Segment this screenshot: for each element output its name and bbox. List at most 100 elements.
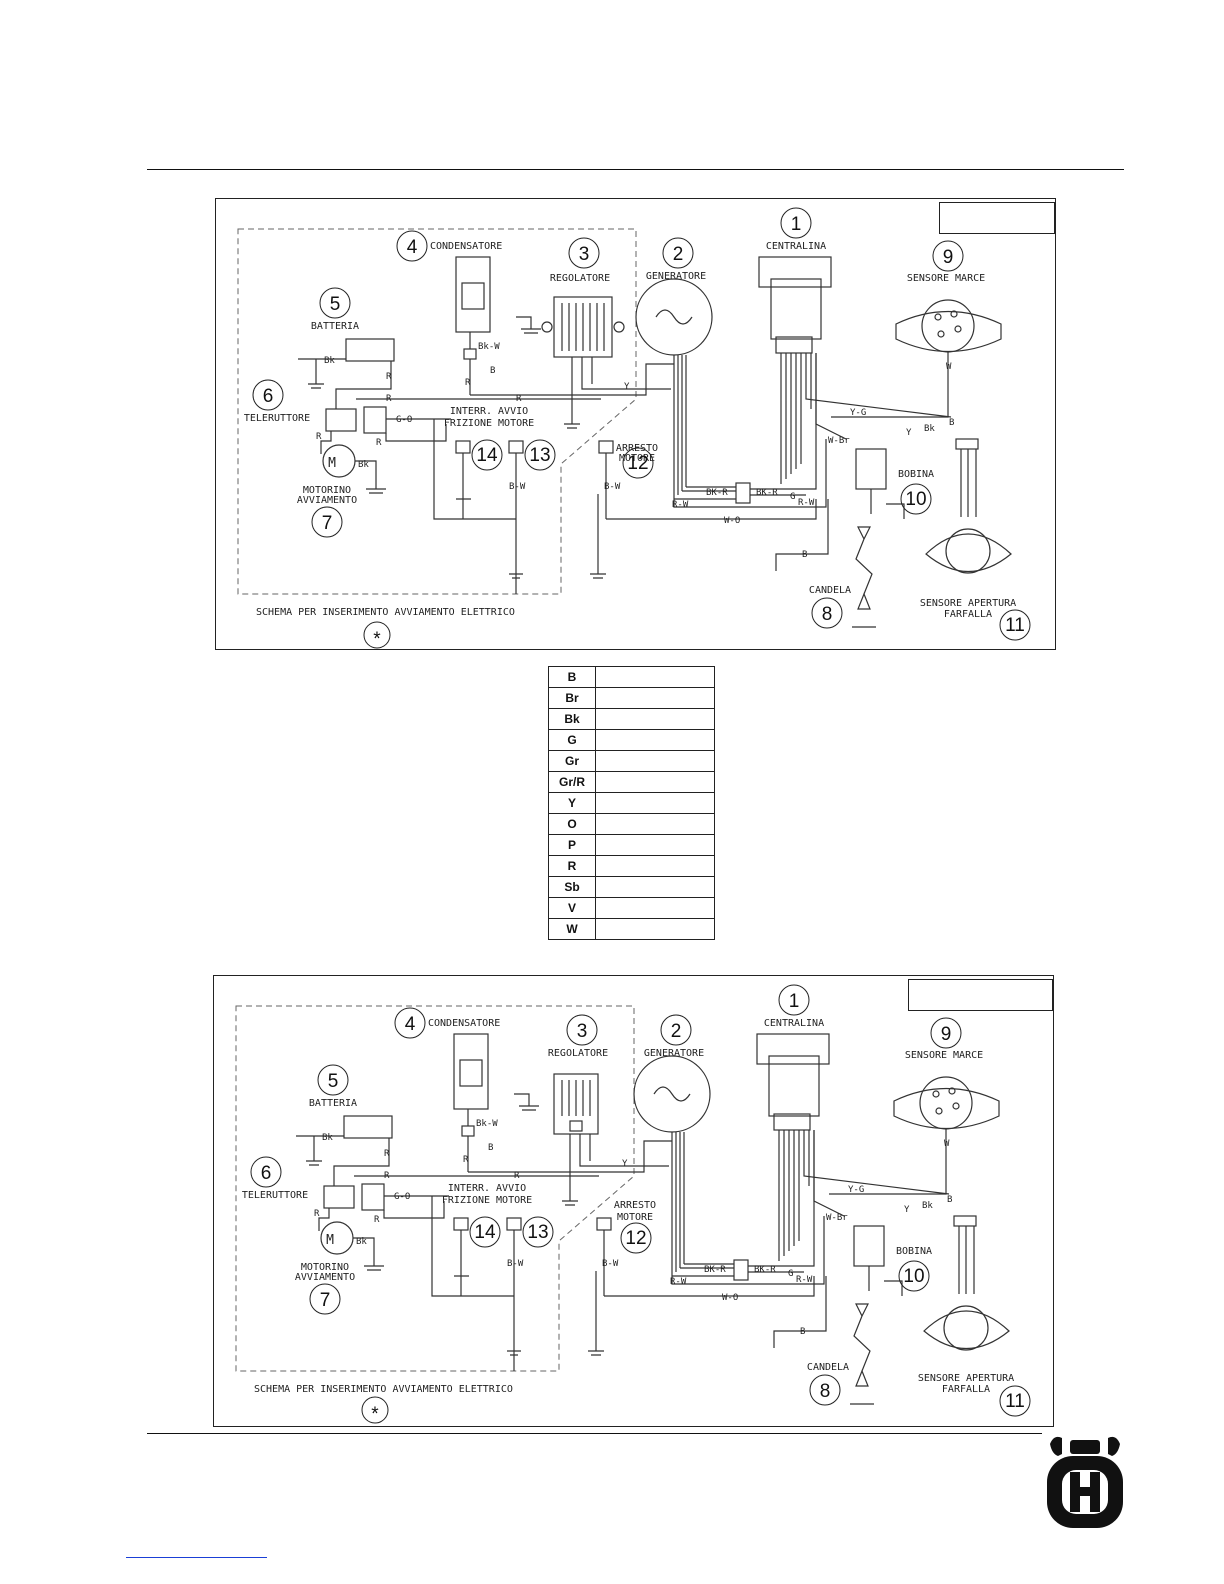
component-number: 9 [941, 1024, 952, 1045]
component-number: 6 [261, 1163, 272, 1184]
legend-row: G [548, 729, 715, 751]
regulator-symbol [553, 1073, 669, 1201]
legend-color-code: Bk [548, 708, 596, 730]
component-number: 1 [789, 991, 800, 1012]
harness-connector [735, 482, 751, 504]
component-label: FARFALLA [944, 609, 992, 620]
component-number: 3 [577, 1021, 588, 1042]
wiring-diagram-bottom: 1 CENTRALINA 2 GENERATORE 3 REGOLATORE 4… [213, 975, 1054, 1427]
component-label: GENERATORE [646, 271, 706, 282]
legend-color-description [595, 687, 715, 709]
component-label: BATTERIA [309, 1098, 357, 1109]
wire-label: W-Br [826, 1213, 848, 1223]
component-label: MOTORINO [301, 1262, 349, 1273]
relay-symbol [318, 1175, 599, 1231]
wire-label: Bk [324, 356, 335, 366]
motor-symbol-label: M [326, 1233, 334, 1248]
legend-color-code: Sb [548, 876, 596, 898]
component-number: 3 [579, 244, 590, 265]
wire-label: Y [904, 1205, 910, 1215]
engine-stop-switch-symbol [588, 1217, 612, 1356]
legend-row: Y [548, 792, 715, 814]
component-number: 7 [320, 1290, 331, 1311]
wire-label: Y-G [848, 1185, 864, 1195]
component-number: 9 [943, 247, 954, 268]
legend-row: V [548, 897, 715, 919]
wire-label: B-W [604, 482, 621, 492]
wiring-diagram-bottom-svg [235, 1005, 1010, 1405]
legend-row: Br [548, 687, 715, 709]
component-label: MOTORINO [303, 485, 351, 496]
electric-start-area [237, 228, 637, 595]
legend-color-code: R [548, 855, 596, 877]
wire-label: Y-G [850, 408, 866, 418]
legend-color-code: Br [548, 687, 596, 709]
component-number: 12 [627, 453, 648, 474]
component-label: INTERR. AVVIO [448, 1183, 526, 1194]
component-label: SENSORE MARCE [907, 273, 985, 284]
component-label: MOTORE [619, 453, 655, 464]
component-number: 2 [673, 244, 684, 265]
component-label: CENTRALINA [766, 241, 826, 252]
wire-label: R [386, 372, 392, 382]
wire-label: Bk [924, 424, 935, 434]
component-label: MOTORE [617, 1212, 653, 1223]
legend-color-description [595, 813, 715, 835]
component-label: SENSORE APERTURA [918, 1373, 1014, 1384]
component-label: CONDENSATORE [428, 1018, 500, 1029]
legend-color-code: O [548, 813, 596, 835]
legend-row: O [548, 813, 715, 835]
wire-label: Y [622, 1159, 628, 1169]
harness-connector [733, 1259, 749, 1281]
component-label: TELERUTTORE [244, 413, 310, 424]
wire-label: R [374, 1215, 380, 1225]
wire-label: R [463, 1155, 469, 1165]
wire-label: Bk [322, 1133, 333, 1143]
legend-row: P [548, 834, 715, 856]
generator-symbol [633, 1055, 711, 1276]
component-number: 2 [671, 1021, 682, 1042]
legend-color-code: B [548, 666, 596, 688]
header-rule [147, 169, 1124, 170]
component-number: 4 [407, 237, 418, 258]
motor-symbol-label: M [328, 456, 336, 471]
legend-color-code: Gr [548, 750, 596, 772]
component-label: REGOLATORE [550, 273, 610, 284]
asterisk-marker: * [373, 629, 381, 649]
husqvarna-h-icon [1047, 1436, 1123, 1528]
starter-motor-symbol [322, 444, 386, 494]
legend-color-code: P [548, 834, 596, 856]
component-label: REGOLATORE [548, 1048, 608, 1059]
relay-symbol [320, 398, 601, 454]
battery-symbol [298, 338, 395, 409]
component-label: GENERATORE [644, 1048, 704, 1059]
component-label: INTERR. AVVIO [450, 406, 528, 417]
switches-symbol [431, 1196, 522, 1371]
wire-label: B [947, 1195, 952, 1205]
legend-color-description [595, 708, 715, 730]
legend-row: B [548, 666, 715, 688]
legend-color-code: Y [548, 792, 596, 814]
switches-symbol [433, 419, 524, 594]
wiring-diagram-top-svg [237, 228, 1012, 628]
wire-label: Y [906, 428, 912, 438]
component-label: CANDELA [807, 1362, 849, 1373]
wire-label: G-O [394, 1192, 410, 1202]
electric-start-note: SCHEMA PER INSERIMENTO AVVIAMENTO ELETTR… [256, 607, 515, 618]
wire-label: BK-R [706, 488, 728, 498]
legend-color-description [595, 750, 715, 772]
model-label-box [939, 202, 1055, 234]
component-label: AVVIAMENTO [295, 1272, 355, 1283]
spark-plug-symbol [852, 592, 876, 628]
wire-label: G [790, 492, 795, 502]
component-number: 5 [330, 294, 341, 315]
component-number: 12 [625, 1228, 646, 1249]
wire-label: Bk [356, 1237, 367, 1247]
legend-color-description [595, 918, 715, 940]
component-label: FRIZIONE MOTORE [444, 418, 534, 429]
condenser-symbol [453, 1033, 489, 1172]
wire-label: B-W [507, 1259, 524, 1269]
gear-sensor-symbol [831, 299, 1002, 418]
wire-label: Bk [922, 1201, 933, 1211]
